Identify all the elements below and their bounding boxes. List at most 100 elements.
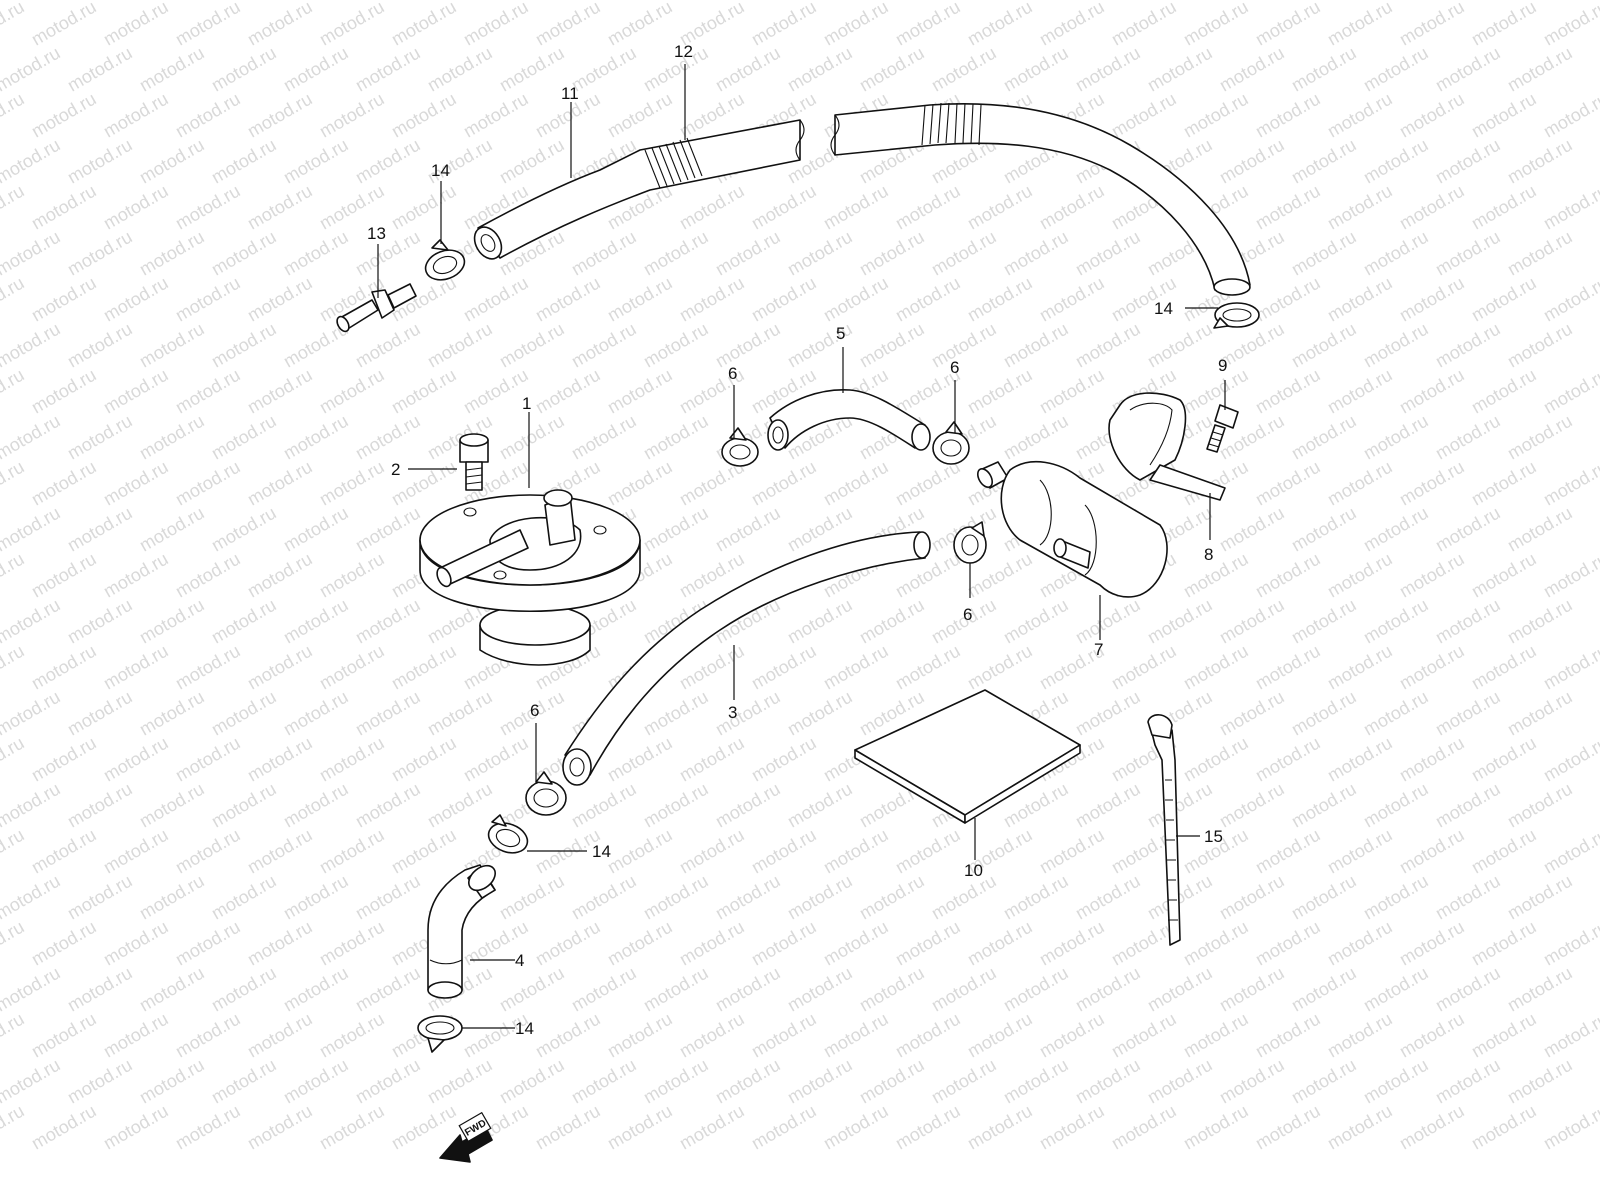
watermark-text: motod.ru <box>856 227 928 280</box>
filter-bracket-8 <box>1108 392 1226 501</box>
watermark-text: motod.ru <box>1432 1055 1504 1108</box>
watermark-text: motod.ru <box>1504 871 1576 924</box>
cable-tie-15 <box>1147 714 1181 946</box>
watermark-text: motod.ru <box>64 687 136 740</box>
watermark-text: motod.ru <box>604 457 676 510</box>
watermark-text: motod.ru <box>280 43 352 96</box>
watermark-text: motod.ru <box>0 871 64 924</box>
watermark-text: motod.ru <box>568 319 640 372</box>
watermark-text: motod.ru <box>1468 273 1540 326</box>
fuel-filter-7 <box>976 460 1168 598</box>
watermark-text: motod.ru <box>424 687 496 740</box>
watermark-text: motod.ru <box>496 411 568 464</box>
watermark-text: motod.ru <box>1216 0 1288 3</box>
watermark-text: motod.ru <box>1252 825 1324 878</box>
watermark-text: motod.ru <box>28 0 100 49</box>
watermark-text: motod.ru <box>352 963 424 1016</box>
watermark-text: motod.ru <box>28 365 100 418</box>
watermark-text: motod.ru <box>1468 89 1540 142</box>
watermark-text: motod.ru <box>0 319 64 372</box>
watermark-text: motod.ru <box>208 963 280 1016</box>
watermark-text: motod.ru <box>1072 779 1144 832</box>
watermark-text: motod.ru <box>208 411 280 464</box>
watermark-text: motod.ru <box>64 595 136 648</box>
callout-1: 1 <box>522 394 531 413</box>
watermark-text: motod.ru <box>1216 1055 1288 1108</box>
fuel-hose-5 <box>767 389 931 451</box>
watermark-text: motod.ru <box>64 871 136 924</box>
watermark-text: motod.ru <box>1036 1009 1108 1062</box>
watermark-text: motod.ru <box>1072 871 1144 924</box>
watermark-text: motod.ru <box>100 89 172 142</box>
watermark-text: motod.ru <box>640 963 712 1016</box>
watermark-text: motod.ru <box>820 825 892 878</box>
watermark-text: motod.ru <box>820 457 892 510</box>
watermark-text: motod.ru <box>208 319 280 372</box>
watermark-text: motod.ru <box>0 181 28 234</box>
watermark-text: motod.ru <box>172 549 244 602</box>
watermark-text: motod.ru <box>532 273 604 326</box>
watermark-text: motod.ru <box>460 733 532 786</box>
watermark-text: motod.ru <box>640 687 712 740</box>
watermark-text: motod.ru <box>0 227 64 280</box>
watermark-text: motod.ru <box>0 1101 28 1154</box>
watermark-text: motod.ru <box>28 181 100 234</box>
watermark-text: motod.ru <box>856 0 928 3</box>
watermark-text: motod.ru <box>1324 917 1396 970</box>
callout-4: 4 <box>515 951 524 970</box>
watermark-text: motod.ru <box>388 1101 460 1154</box>
watermark-text: motod.ru <box>568 963 640 1016</box>
watermark-text: motod.ru <box>604 365 676 418</box>
watermark-text: motod.ru <box>604 733 676 786</box>
watermark-text: motod.ru <box>1540 0 1600 49</box>
hose-clamp-14-bottom <box>417 1015 463 1053</box>
watermark-text: motod.ru <box>1540 181 1600 234</box>
watermark-text: motod.ru <box>352 227 424 280</box>
watermark-text: motod.ru <box>64 963 136 1016</box>
watermark-text: motod.ru <box>136 963 208 1016</box>
watermark-text: motod.ru <box>100 365 172 418</box>
watermark-text: motod.ru <box>1252 457 1324 510</box>
watermark-text: motod.ru <box>640 779 712 832</box>
watermark-text: motod.ru <box>496 319 568 372</box>
watermark-text: motod.ru <box>496 871 568 924</box>
watermark-text: motod.ru <box>964 0 1036 49</box>
watermark-text: motod.ru <box>208 135 280 188</box>
watermark-text: motod.ru <box>1468 641 1540 694</box>
watermark-text: motod.ru <box>1288 1055 1360 1108</box>
watermark-text: motod.ru <box>1324 457 1396 510</box>
watermark-text: motod.ru <box>64 319 136 372</box>
watermark-text: motod.ru <box>604 917 676 970</box>
watermark-text: motod.ru <box>568 411 640 464</box>
watermark-text: motod.ru <box>496 0 568 3</box>
watermark-text: motod.ru <box>244 549 316 602</box>
watermark-text: motod.ru <box>100 457 172 510</box>
watermark-text: motod.ru <box>496 963 568 1016</box>
watermark-text: motod.ru <box>1144 0 1216 3</box>
watermark-text: motod.ru <box>640 503 712 556</box>
watermark-text: motod.ru <box>1324 825 1396 878</box>
watermark-text: motod.ru <box>1252 733 1324 786</box>
watermark-text: motod.ru <box>1396 365 1468 418</box>
watermark-text: motod.ru <box>1216 687 1288 740</box>
watermark-text: motod.ru <box>1000 1055 1072 1108</box>
watermark-text: motod.ru <box>604 1009 676 1062</box>
watermark-text: motod.ru <box>136 319 208 372</box>
watermark-text: motod.ru <box>748 273 820 326</box>
watermark-text: motod.ru <box>1180 1009 1252 1062</box>
watermark-text: motod.ru <box>172 0 244 49</box>
watermark-text: motod.ru <box>1036 365 1108 418</box>
forward-direction-badge: FWD <box>439 1111 493 1163</box>
callout-12: 12 <box>674 42 693 61</box>
watermark-text: motod.ru <box>1144 963 1216 1016</box>
watermark-text: motod.ru <box>1180 641 1252 694</box>
watermark-text: motod.ru <box>1216 43 1288 96</box>
watermark-text: motod.ru <box>964 181 1036 234</box>
callout-11: 11 <box>561 84 579 103</box>
watermark-text: motod.ru <box>1540 89 1600 142</box>
watermark-text: motod.ru <box>64 227 136 280</box>
watermark-text: motod.ru <box>316 825 388 878</box>
watermark-text: motod.ru <box>280 687 352 740</box>
watermark-text: motod.ru <box>1072 1055 1144 1108</box>
watermark-text: motod.ru <box>0 411 64 464</box>
